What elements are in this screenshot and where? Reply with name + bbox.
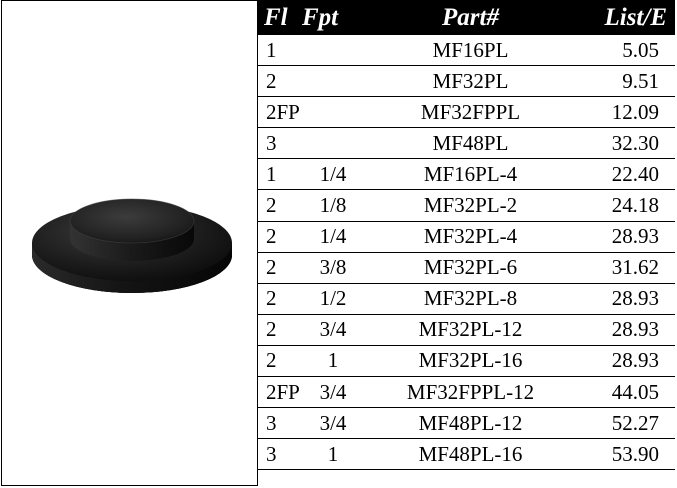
cell-fl: 1: [266, 37, 277, 62]
cell-part-number: MF32PL-16: [418, 348, 523, 373]
table-row: 2 MF32PL 9.51: [258, 66, 675, 97]
cell-fl: 3: [266, 410, 277, 435]
header-row: Fl Fpt Part# List/E: [258, 0, 675, 35]
cell-fl: 3: [266, 130, 277, 155]
cell-fpt: 1/4: [319, 224, 347, 249]
cell-list-price: 24.18: [611, 193, 659, 218]
cell-fl: 2: [266, 255, 277, 280]
cell-fpt: 3/4: [319, 379, 347, 404]
table-row: 2 1/8 MF32PL-2 24.18: [258, 190, 675, 222]
cell-part-number: MF32PL-6: [423, 255, 518, 280]
cell-list-price: 22.40: [611, 161, 659, 186]
cell-fpt: 1: [327, 441, 339, 466]
cell-fpt: 3/4: [319, 410, 347, 435]
cell-fl: 2: [266, 286, 277, 311]
cell-fl: 2: [266, 348, 277, 373]
cell-fpt: 3/8: [319, 255, 347, 280]
table-row: 3 3/4 MF48PL-12 52.27: [258, 408, 675, 439]
cell-list-price: 28.93: [611, 224, 659, 249]
cell-fpt: 1: [327, 348, 339, 373]
cell-fl: 2: [266, 68, 277, 93]
cell-fpt: 1/2: [319, 286, 347, 311]
cell-part-number: MF32PL-2: [423, 193, 518, 218]
cell-part-number: MF32FPPL: [420, 99, 521, 124]
cell-fl: 2: [266, 224, 277, 249]
table-row: 2FP MF32FPPL 12.09: [258, 97, 675, 128]
cell-part-number: MF32PL-8: [423, 286, 518, 311]
flange-plug-image: [32, 198, 232, 293]
cell-part-number: MF48PL: [432, 130, 509, 155]
cell-list-price: 53.90: [611, 441, 659, 466]
cell-list-price: 28.93: [611, 286, 659, 311]
cell-part-number: MF48PL-12: [418, 410, 523, 435]
header-part-number: Part#: [368, 0, 573, 35]
cell-fpt: 3/4: [319, 317, 347, 342]
cell-list-price: 44.05: [611, 379, 659, 404]
table-row: 3 MF48PL 32.30: [258, 128, 675, 159]
cell-fl: 2: [266, 317, 277, 342]
table-row: 1 1/4 MF16PL-4 22.40: [258, 159, 675, 190]
cell-list-price: 52.27: [611, 410, 659, 435]
cell-fpt: [298, 35, 368, 66]
cell-part-number: MF32PL-12: [418, 317, 523, 342]
header-list-price: List/E: [573, 0, 675, 35]
table-row: 1 MF16PL 5.05: [258, 35, 675, 66]
cell-part-number: MF16PL-4: [423, 161, 518, 186]
product-image-cell: [1, 0, 258, 486]
cell-part-number: MF32FPPL-12: [406, 379, 535, 404]
cell-fl: 1: [266, 161, 277, 186]
cell-part-number: MF48PL-16: [418, 441, 523, 466]
cell-fpt: [298, 97, 368, 128]
cell-fl: 2FP: [266, 99, 300, 124]
table-row: 2 1/2 MF32PL-8 28.93: [258, 283, 675, 315]
table-row: 2 1 MF32PL-16 28.93: [258, 345, 675, 377]
cell-list-price: 12.09: [611, 99, 659, 124]
cell-fpt: 1/8: [319, 193, 347, 218]
header-fl: Fl: [258, 0, 298, 35]
cell-list-price: 31.62: [611, 255, 659, 280]
cell-fl: 2: [266, 193, 277, 218]
table-row: 2 3/4 MF32PL-12 28.93: [258, 314, 675, 346]
cell-fl: 3: [266, 441, 277, 466]
cell-fpt: [298, 128, 368, 159]
cell-part-number: MF32PL: [432, 68, 509, 93]
table-row: 2 3/8 MF32PL-6 31.62: [258, 252, 675, 284]
table-row: 2FP 3/4 MF32FPPL-12 44.05: [258, 377, 675, 408]
cell-list-price: 32.30: [611, 130, 659, 155]
cell-list-price: 28.93: [611, 348, 659, 373]
cell-fpt: [298, 66, 368, 97]
cell-list-price: 28.93: [611, 317, 659, 342]
table-row: 2 1/4 MF32PL-4 28.93: [258, 221, 675, 253]
cell-list-price: 9.51: [622, 68, 659, 93]
cell-list-price: 5.05: [622, 37, 659, 62]
cell-fl: 2FP: [266, 379, 300, 404]
cell-part-number: MF32PL-4: [423, 224, 518, 249]
cell-fpt: 1/4: [319, 161, 347, 186]
parts-price-table: Fl Fpt Part# List/E 1 MF16PL 5.05 2 MF32PL 9.…: [258, 0, 675, 470]
table-row: 3 1 MF48PL-16 53.90: [258, 439, 675, 470]
header-fpt: Fpt: [298, 0, 368, 35]
cell-part-number: MF16PL: [432, 37, 509, 62]
